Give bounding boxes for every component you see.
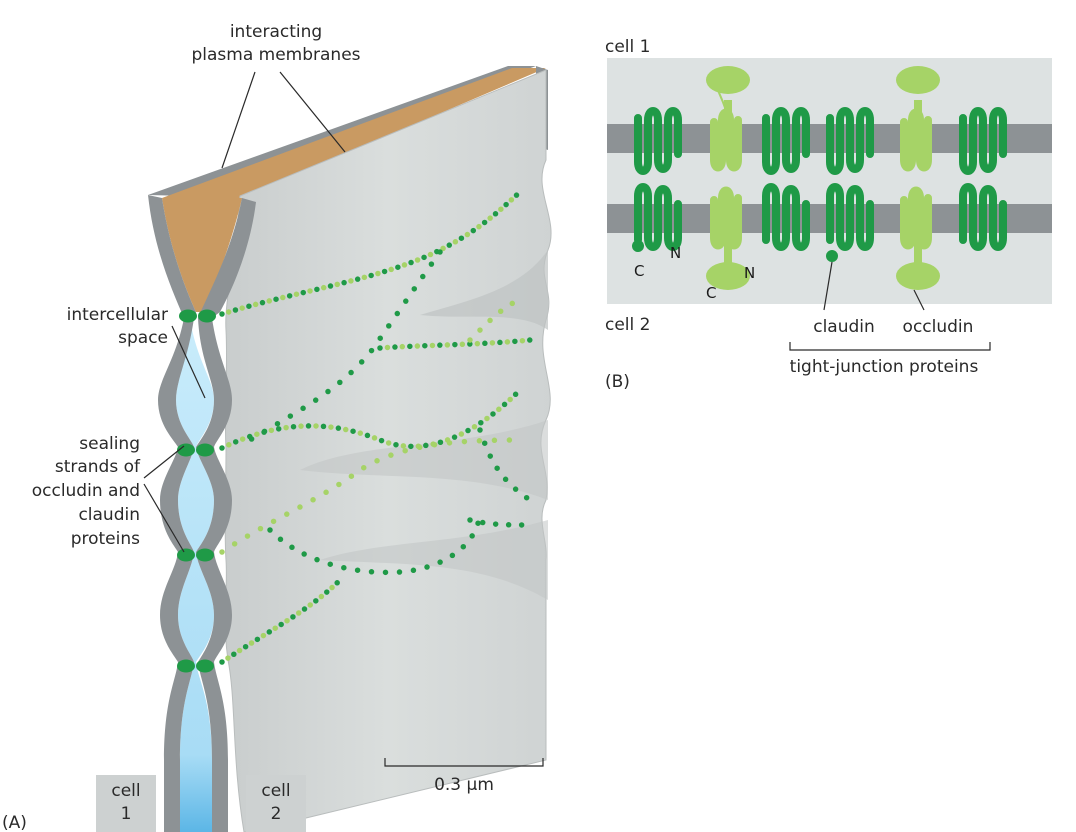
c-terminus-dot [632,240,644,252]
leader-line [171,325,206,399]
claudin-terminus-dot [826,250,838,262]
leader-line [823,261,833,311]
panel-b-label: (B) [605,372,630,392]
cytoplasm-wedge [162,198,242,312]
label-plasma-membranes: plasma membranes [191,45,360,65]
terminus-c-label-2: C [706,284,716,302]
leader-line [143,445,185,479]
label-proteins: proteins [71,529,140,549]
leader-line [221,71,256,169]
occludin-pair-1 [706,66,750,290]
label-intercellular: intercellular [67,305,168,325]
sealing-strands [219,189,533,665]
label-interacting: interacting [230,22,322,42]
scale-bar-label: 0.3 μm [434,775,494,795]
junction-seal-1 [179,309,216,323]
terminus-n-label: N [670,244,681,262]
label-strands-of: strands of [55,457,141,477]
cell-2-tag [246,775,306,832]
panel-b-cell-2-label: cell 2 [605,315,650,335]
terminus-c-label: C [634,262,644,280]
tight-junction-proteins-label: tight-junction proteins [790,357,979,377]
claudin-label: claudin [813,317,875,337]
cell-1-tag-line1: cell [111,781,140,801]
occludin-pair-2 [896,66,940,290]
label-sealing: sealing [79,434,140,454]
cell-1-tag [96,775,156,832]
junction-seal-2 [177,443,214,457]
scale-bar [384,758,544,767]
wall-fold-shading [300,420,548,500]
plasma-membrane-cell-1 [148,195,196,832]
panel-b-diagram [607,58,1052,351]
leader-line [913,289,925,311]
terminus-n-label-2: N [744,264,755,282]
cell-2-tag-line1: cell [261,781,290,801]
panel-b-cell-1-label: cell 1 [605,37,650,57]
wall-fold-shading [320,520,548,600]
occludin-label: occludin [903,317,974,337]
cell-1-tag-line2: 1 [121,804,132,824]
intercellular-space [176,318,214,832]
label-occludin-and: occludin and [32,481,140,501]
label-space: space [118,328,168,348]
plasma-membrane-cell-2 [196,198,256,832]
bracket [789,342,991,351]
panel-a-label: (A) [2,813,27,832]
label-claudin: claudin [78,505,140,525]
junction-seal-3 [177,548,214,562]
panel-b-background [607,58,1052,304]
cell-2-tag-line2: 2 [271,804,282,824]
junction-seal-4 [177,659,214,673]
panel-a-diagram [96,66,552,832]
leader-line [279,71,346,153]
wall-fold-shading [420,250,548,330]
cytoplasm-top-face [162,68,546,198]
leader-line [143,483,185,553]
